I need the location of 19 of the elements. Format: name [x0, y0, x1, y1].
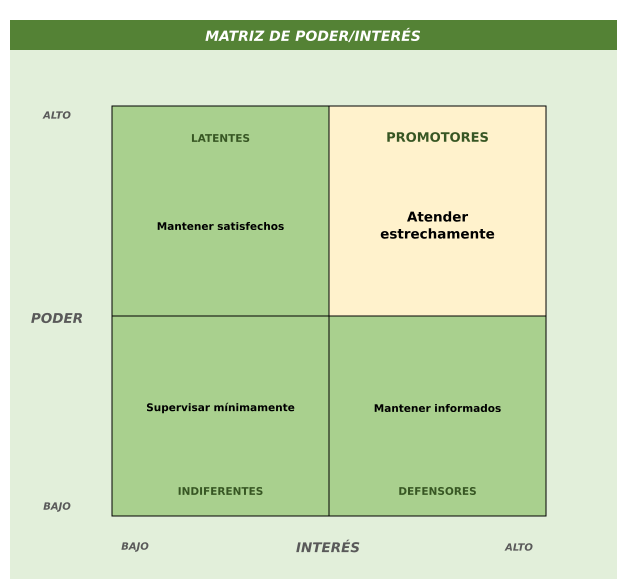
quadrant-box	[328, 316, 546, 516]
quadrant-text: Supervisar mínimamente	[146, 402, 294, 414]
quadrant-box	[112, 106, 330, 316]
axis-level-label: ALTO	[42, 111, 71, 119]
quadrant-text: Atender estrechamente	[380, 211, 494, 239]
quadrant-heading: DEFENSORES	[399, 487, 476, 495]
quadrant-box	[112, 316, 330, 516]
quadrant-heading: INDIFERENTES	[178, 487, 263, 495]
axis-title: PODER	[31, 312, 82, 324]
axis-level-label: BAJO	[43, 502, 70, 512]
axis-level-label: BAJO	[121, 542, 148, 552]
quadrant-text: Mantener informados	[374, 404, 501, 412]
quadrant-box	[328, 106, 546, 316]
axis-title: INTERÉS	[296, 540, 360, 552]
quadrant-heading: LATENTES	[192, 134, 250, 142]
quadrant-text: Mantener satisfechos	[158, 222, 284, 230]
quadrant-heading: PROMOTORES	[387, 132, 488, 142]
title-banner: MATRIZ DE PODER/INTERÉS	[10, 20, 617, 50]
axis-level-label: ALTO	[504, 543, 533, 551]
